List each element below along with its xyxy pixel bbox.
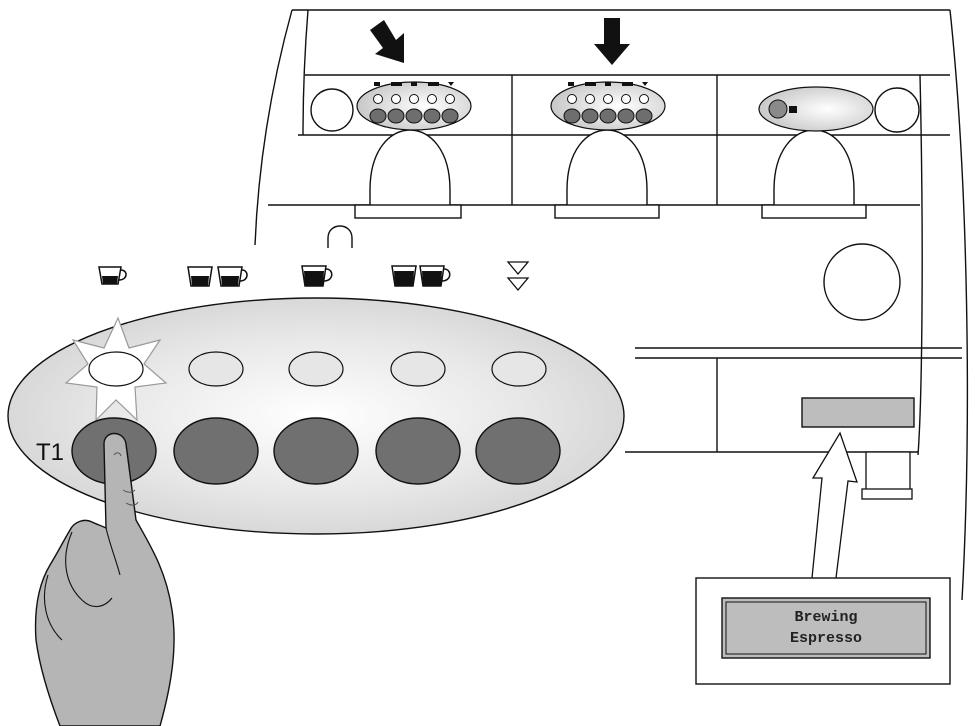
group-head-3: [761, 129, 867, 219]
two-small-cups-icon: [187, 266, 248, 287]
indicator-light-4: [390, 351, 446, 387]
keypad-small-group-1: [356, 81, 472, 131]
indicator-lights: [88, 351, 547, 387]
steam-knob-right[interactable]: [874, 87, 920, 133]
two-large-cups-icon: [391, 265, 451, 287]
continuous-dispense-icon: [506, 261, 530, 292]
dose-button-4[interactable]: [375, 417, 461, 485]
large-knob[interactable]: [823, 243, 901, 321]
steam-knob-left[interactable]: [310, 88, 354, 132]
indicator-light-2: [188, 351, 244, 387]
steam-wand: [327, 225, 353, 248]
arrow-down-icon-1: [370, 20, 404, 63]
machine-display-window: [801, 397, 915, 428]
dose-buttons: [71, 417, 561, 485]
lcd-line-2: Espresso: [790, 630, 862, 647]
lcd-line-1: Brewing: [794, 609, 857, 626]
callout-arrow-icon: [811, 431, 858, 579]
group-head-2: [554, 129, 660, 219]
button-label-t1: T1: [36, 439, 64, 466]
indicator-light-5: [491, 351, 547, 387]
group-head-1: [354, 129, 462, 219]
keypad-small-group-2: [550, 81, 666, 131]
indicator-light-1: [88, 351, 144, 387]
keypad-large: [7, 297, 625, 535]
indicator-light-3: [288, 351, 344, 387]
keypad-small-steam: [758, 86, 874, 132]
hand-pointing-icon: [34, 432, 175, 726]
dose-button-3[interactable]: [273, 417, 359, 485]
dose-button-2[interactable]: [173, 417, 259, 485]
lcd-screen: [721, 597, 931, 659]
one-small-cup-icon: [98, 266, 127, 285]
dose-button-5[interactable]: [475, 417, 561, 485]
arrow-down-icon-2: [594, 18, 630, 65]
one-large-cup-icon: [301, 265, 333, 287]
drip-spout: [861, 451, 913, 500]
